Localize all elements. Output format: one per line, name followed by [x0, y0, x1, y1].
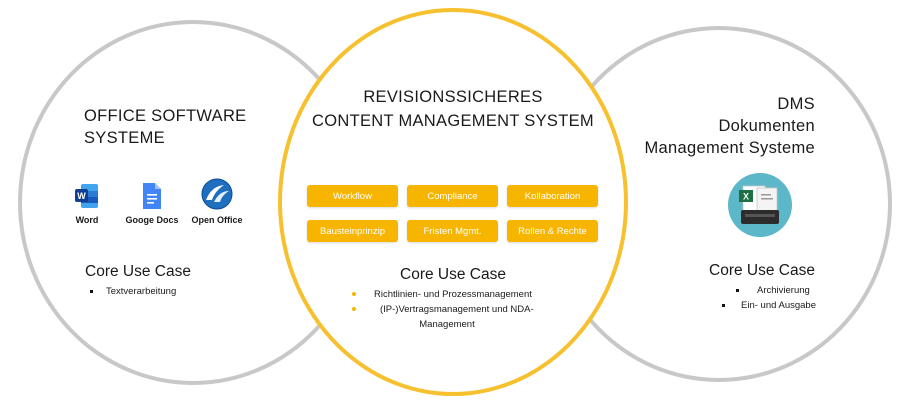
cms-use-case-item-continued: Management: [419, 319, 475, 330]
office-use-case-item: Textverarbeitung: [90, 284, 176, 299]
open-office-icon: [201, 178, 233, 210]
google-docs-app: Googe Docs: [120, 182, 184, 225]
dms-use-case-list: Archivierung Ein- und Ausgabe: [722, 283, 816, 313]
google-docs-label: Googe Docs: [125, 215, 179, 225]
cms-core-use-case-title: Core Use Case: [400, 266, 506, 283]
svg-text:W: W: [77, 191, 86, 201]
office-title-line1: OFFICE SOFTWARE: [84, 107, 247, 125]
document-scanner-icon: X: [728, 173, 792, 237]
dms-title-line2: Dokumenten: [718, 117, 815, 135]
tag-rollen-rechte: Rollen & Rechte: [507, 220, 598, 242]
tag-workflow: Workflow: [307, 185, 398, 207]
dms-title: DMS Dokumenten Management Systeme: [645, 93, 815, 159]
word-label: Word: [75, 215, 99, 225]
office-title-line2: SYSTEME: [84, 129, 165, 147]
tag-kollaboration: Kollaboration: [507, 185, 598, 207]
cms-title-line2: CONTENT MANAGEMENT SYSTEM: [312, 112, 594, 130]
word-icon: W: [75, 184, 98, 208]
bullet-marker: [736, 289, 739, 292]
word-app: W Word: [70, 182, 104, 225]
svg-text:X: X: [743, 192, 749, 202]
open-office-label: Open Office: [191, 215, 243, 225]
bullet-marker: [352, 292, 356, 296]
cms-title: REVISIONSSICHERES CONTENT MANAGEMENT SYS…: [278, 86, 628, 132]
open-office-app: Open Office: [186, 178, 248, 225]
office-core-use-case-title: Core Use Case: [85, 263, 191, 280]
bullet-marker: [722, 304, 725, 307]
cms-title-line1: REVISIONSSICHERES: [363, 88, 543, 106]
dms-core-use-case-title: Core Use Case: [709, 262, 815, 279]
dms-title-line3: Management Systeme: [644, 139, 815, 157]
dms-title-line1: DMS: [777, 95, 815, 113]
bullet-marker: [90, 290, 93, 293]
google-docs-icon: [143, 183, 161, 209]
office-use-case-list: Textverarbeitung: [90, 284, 176, 299]
dms-use-case-item: Ein- und Ausgabe: [722, 298, 816, 313]
cms-use-case-item: (IP-)Vertragsmanagement und NDA-: [352, 302, 582, 317]
office-software-title: OFFICE SOFTWARE SYSTEME: [84, 105, 246, 149]
cms-use-case-list: Richtlinien- und Prozessmanagement (IP-)…: [352, 287, 582, 332]
bullet-marker: [352, 307, 356, 311]
tag-bausteinprinzip: Bausteinprinzip: [307, 220, 398, 242]
tag-compliance: Compliance: [407, 185, 498, 207]
tag-fristen-mgmt: Fristen Mgmt.: [407, 220, 498, 242]
cms-use-case-item: Richtlinien- und Prozessmanagement: [352, 287, 582, 302]
dms-use-case-item: Archivierung: [736, 283, 816, 298]
